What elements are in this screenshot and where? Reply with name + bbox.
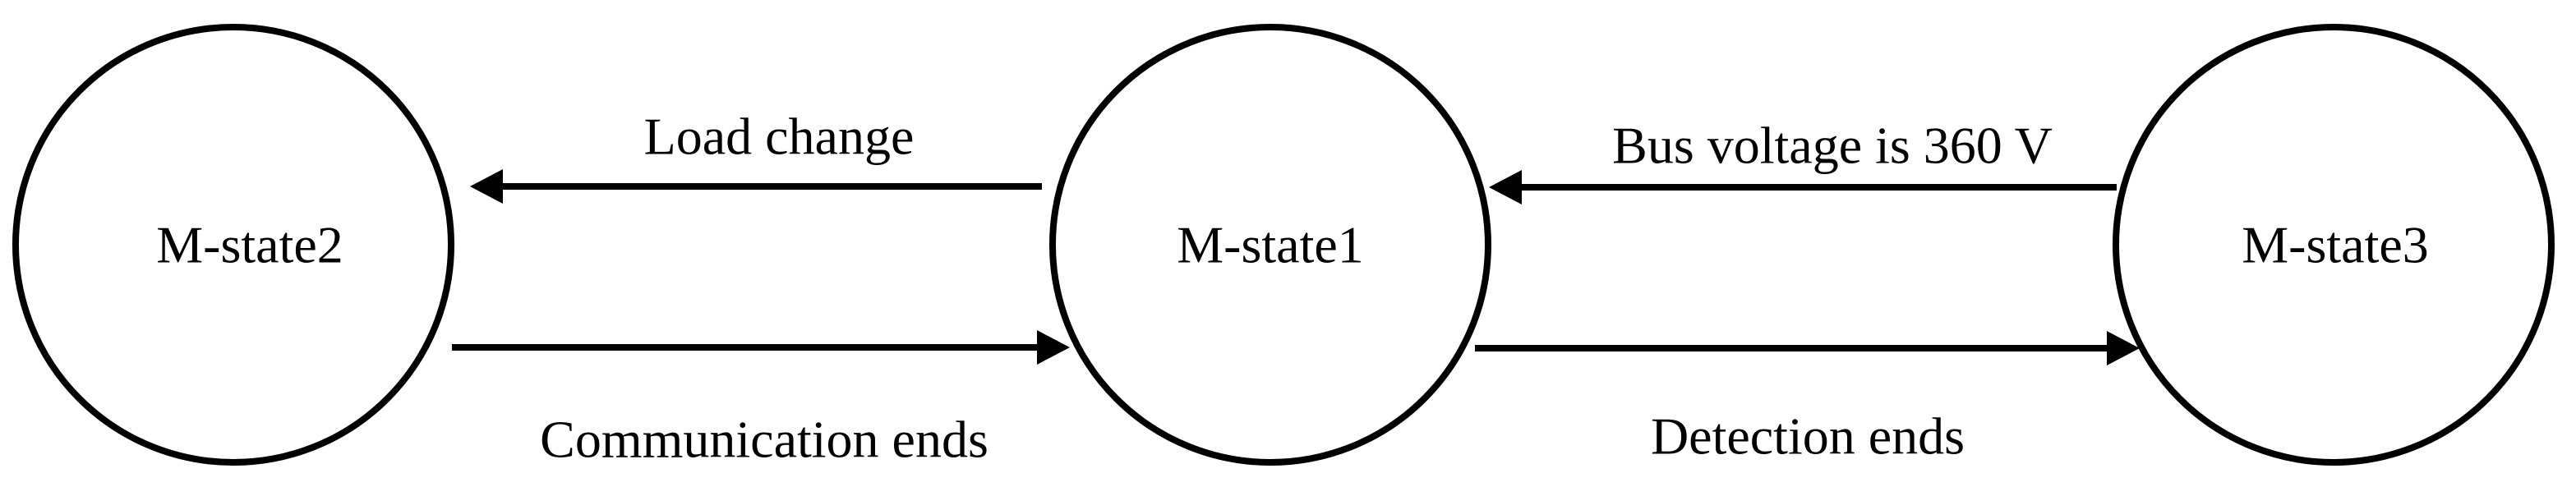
state-circle-m-state2 — [12, 24, 454, 466]
edge-label-bus-voltage: Bus voltage is 360 V — [1612, 117, 2053, 175]
state-node-m-state2: M-state2 — [12, 24, 454, 466]
arrow-head-communication-ends — [1037, 330, 1070, 365]
state-label-m-state1: M-state1 — [1177, 216, 1364, 274]
transition-communication-ends: Communication ends — [452, 330, 1070, 469]
state-node-m-state1: M-state1 — [1049, 24, 1491, 466]
transition-detection-ends: Detection ends — [1475, 331, 2140, 466]
edge-label-load-change: Load change — [644, 108, 915, 166]
arrow-head-detection-ends — [2107, 331, 2140, 365]
arrow-head-bus-voltage — [1489, 170, 1522, 204]
edge-label-detection-ends: Detection ends — [1651, 407, 1965, 466]
edge-label-communication-ends: Communication ends — [540, 411, 988, 469]
arrow-head-load-change — [470, 169, 503, 204]
state-label-m-state2: M-state2 — [156, 216, 343, 274]
transition-load-change: Load change — [470, 108, 1042, 204]
transition-bus-voltage: Bus voltage is 360 V — [1489, 117, 2117, 204]
state-circle-m-state1 — [1049, 24, 1491, 466]
state-label-m-state3: M-state3 — [2242, 216, 2429, 274]
state-node-m-state3: M-state3 — [2113, 24, 2555, 466]
state-circle-m-state3 — [2113, 24, 2555, 466]
